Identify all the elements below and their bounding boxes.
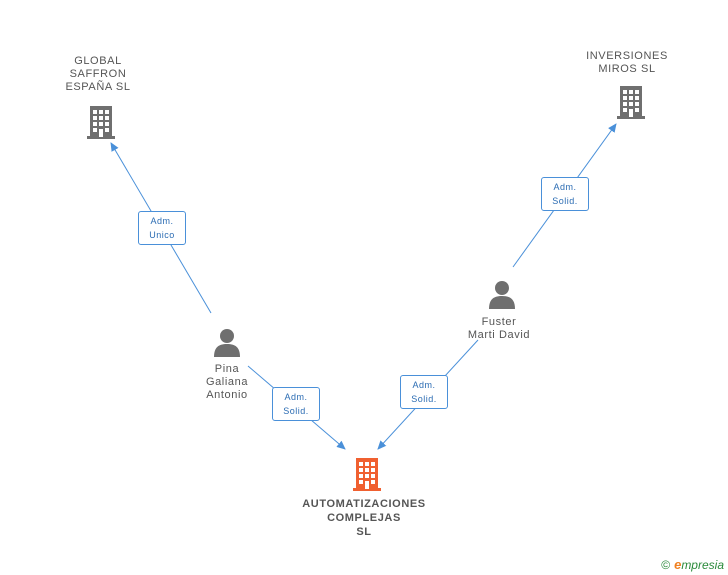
person-icon: [489, 281, 515, 309]
building-icon: [87, 106, 115, 139]
edge-label-fuster-to-main: Adm. Solid.: [400, 375, 448, 409]
edge-label-fuster-to-inversiones: Adm. Solid.: [541, 177, 589, 211]
edge-label-pina-to-main: Adm. Solid.: [272, 387, 320, 421]
brand-rest: mpresia: [681, 558, 724, 572]
empresia-watermark: ©empresia: [661, 557, 724, 572]
node-label-global-saffron[interactable]: GLOBAL SAFFRON ESPAÑA SL: [65, 55, 131, 93]
brand-e: e: [674, 557, 682, 572]
edge-label-pina-to-global: Adm. Unico: [138, 211, 186, 245]
person-icon: [214, 329, 240, 357]
node-label-fuster-marti[interactable]: Fuster Marti David: [467, 316, 531, 341]
node-label-main-company[interactable]: AUTOMATIZACIONES COMPLEJAS SL: [302, 498, 426, 538]
building-icon: [617, 86, 645, 119]
building-icon: [353, 458, 381, 491]
node-label-inversiones-miros[interactable]: INVERSIONES MIROS SL: [586, 50, 668, 75]
copyright-icon: ©: [661, 558, 671, 572]
node-label-pina-galiana[interactable]: Pina Galiana Antonio: [205, 363, 249, 401]
